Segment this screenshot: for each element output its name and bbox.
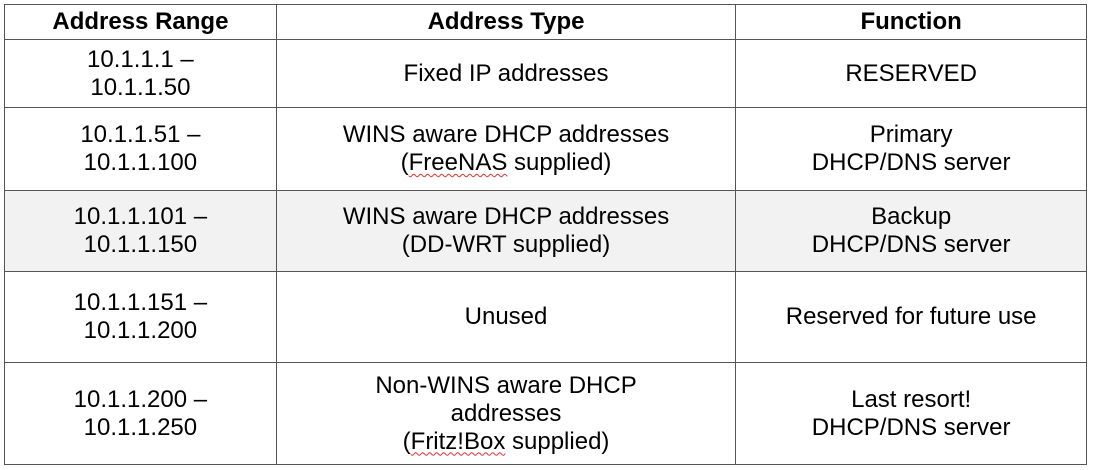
type-supplier: (Fritz!Box supplied): [402, 427, 610, 455]
range-start: 10.1.1.51 –: [80, 121, 201, 148]
type-text: Unused: [464, 303, 548, 330]
function-text: DHCP/DNS server: [811, 149, 1011, 176]
spellcheck-flagged-word: FreeNAS: [408, 149, 508, 176]
function-text: DHCP/DNS server: [811, 413, 1011, 441]
range-start: 10.1.1.200 –: [73, 385, 208, 413]
cell-address-type: Non-WINS aware DHCP addresses (Fritz!Box…: [275, 362, 737, 465]
range-end: 10.1.1.250: [83, 413, 198, 441]
table-row: 10.1.1.151 – 10.1.1.200 Unused Reserved …: [4, 271, 1087, 363]
range-start: 10.1.1.1 –: [87, 45, 194, 73]
function-text: Reserved for future use: [785, 303, 1037, 330]
type-text: Non-WINS aware DHCP: [375, 371, 637, 399]
header-address-type: Address Type: [275, 4, 737, 40]
range-start: 10.1.1.101 –: [73, 203, 208, 230]
type-text: Fixed IP addresses: [403, 59, 609, 87]
function-text: Primary: [869, 121, 953, 148]
cell-function: Primary DHCP/DNS server: [735, 107, 1087, 191]
cell-function: Reserved for future use: [735, 271, 1087, 363]
header-address-range: Address Range: [4, 4, 277, 40]
cell-address-type: Fixed IP addresses: [275, 39, 737, 108]
range-end: 10.1.1.50: [90, 73, 191, 101]
cell-address-range: 10.1.1.151 – 10.1.1.200: [4, 271, 277, 363]
type-supplier: (DD-WRT supplied): [401, 231, 611, 258]
table-row: 10.1.1.51 – 10.1.1.100 WINS aware DHCP a…: [4, 107, 1087, 191]
header-row: Address Range Address Type Function: [4, 4, 1087, 40]
cell-address-range: 10.1.1.101 – 10.1.1.150: [4, 190, 277, 272]
cell-function: RESERVED: [735, 39, 1087, 108]
cell-address-type: WINS aware DHCP addresses (DD-WRT suppli…: [275, 190, 737, 272]
spellcheck-flagged-word: Fritz!Box: [410, 427, 506, 455]
type-supplier: (FreeNAS supplied): [400, 149, 612, 176]
address-allocation-table: Address Range Address Type Function 10.1…: [4, 4, 1087, 465]
type-text: addresses: [450, 399, 562, 427]
type-text: WINS aware DHCP addresses: [342, 203, 670, 230]
range-end: 10.1.1.200: [83, 317, 198, 344]
cell-address-range: 10.1.1.1 – 10.1.1.50: [4, 39, 277, 108]
function-text: DHCP/DNS server: [811, 231, 1011, 258]
cell-address-type: WINS aware DHCP addresses (FreeNAS suppl…: [275, 107, 737, 191]
cell-function: Backup DHCP/DNS server: [735, 190, 1087, 272]
cell-function: Last resort! DHCP/DNS server: [735, 362, 1087, 465]
function-text: Last resort!: [851, 385, 972, 413]
range-end: 10.1.1.100: [83, 149, 198, 176]
table-row: 10.1.1.101 – 10.1.1.150 WINS aware DHCP …: [4, 190, 1087, 272]
function-text: RESERVED: [845, 59, 977, 87]
cell-address-range: 10.1.1.51 – 10.1.1.100: [4, 107, 277, 191]
table-row: 10.1.1.1 – 10.1.1.50 Fixed IP addresses …: [4, 39, 1087, 108]
range-end: 10.1.1.150: [83, 231, 198, 258]
header-function: Function: [735, 4, 1087, 40]
type-text: WINS aware DHCP addresses: [342, 121, 670, 148]
function-text: Backup: [871, 203, 952, 230]
range-start: 10.1.1.151 –: [73, 289, 208, 316]
table-row: 10.1.1.200 – 10.1.1.250 Non-WINS aware D…: [4, 362, 1087, 465]
cell-address-type: Unused: [275, 271, 737, 363]
cell-address-range: 10.1.1.200 – 10.1.1.250: [4, 362, 277, 465]
